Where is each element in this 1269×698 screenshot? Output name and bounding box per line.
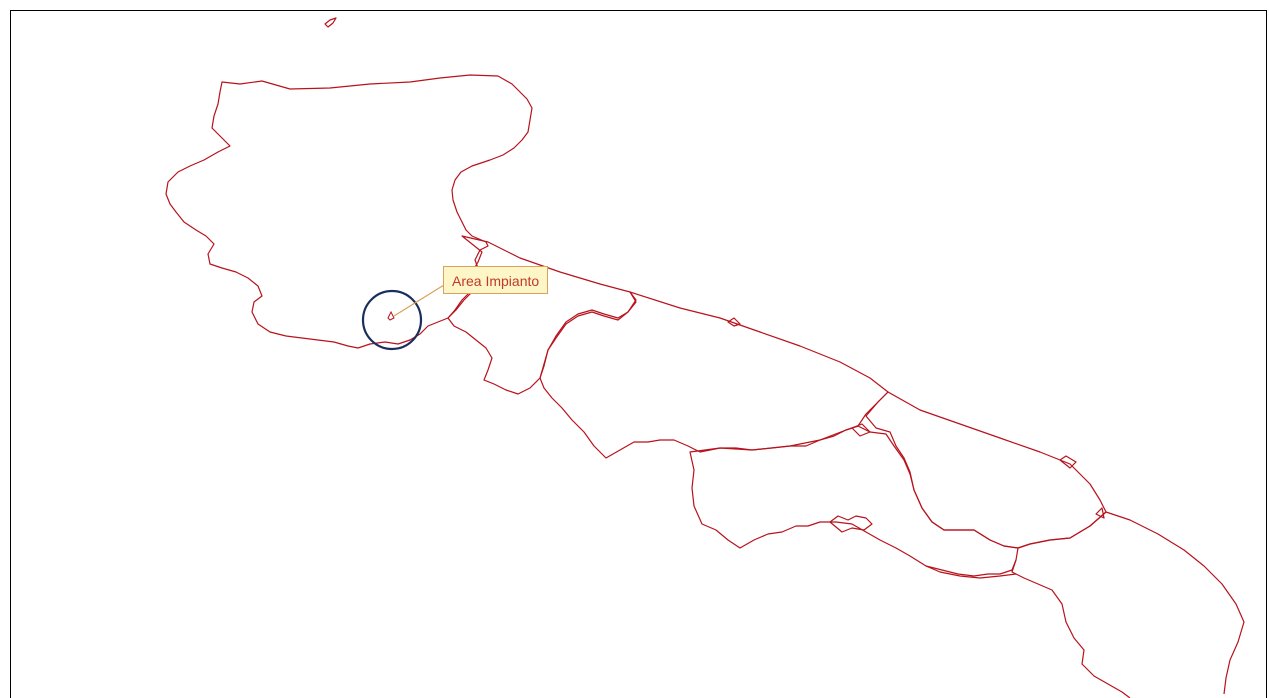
- boundary-south-coast: [925, 565, 1017, 579]
- map-frame: [10, 10, 1267, 698]
- callout-label: Area Impianto: [452, 273, 540, 289]
- boundary-brindisi-region: [865, 391, 1107, 549]
- boundary-bari-region: [539, 291, 889, 459]
- boundary-taranto-region: [689, 425, 1019, 577]
- boundary-islet: [324, 17, 337, 28]
- boundary-gulf-detail: [829, 515, 873, 533]
- boundary-coast-mark-1: [727, 317, 741, 327]
- boundary-coast-mark-2: [1059, 455, 1077, 469]
- boundary-bat-region: [447, 235, 637, 395]
- site-highlight-circle: [361, 289, 423, 351]
- site-marker: [387, 310, 395, 321]
- callout-area-impianto: Area Impianto: [443, 266, 549, 294]
- callout-leader: [393, 279, 453, 317]
- boundary-coast-mark-3: [1095, 507, 1105, 519]
- boundary-lecce-region: [1011, 511, 1245, 698]
- boundary-coast-mark-4: [851, 423, 871, 437]
- boundary-north-region: [165, 74, 533, 349]
